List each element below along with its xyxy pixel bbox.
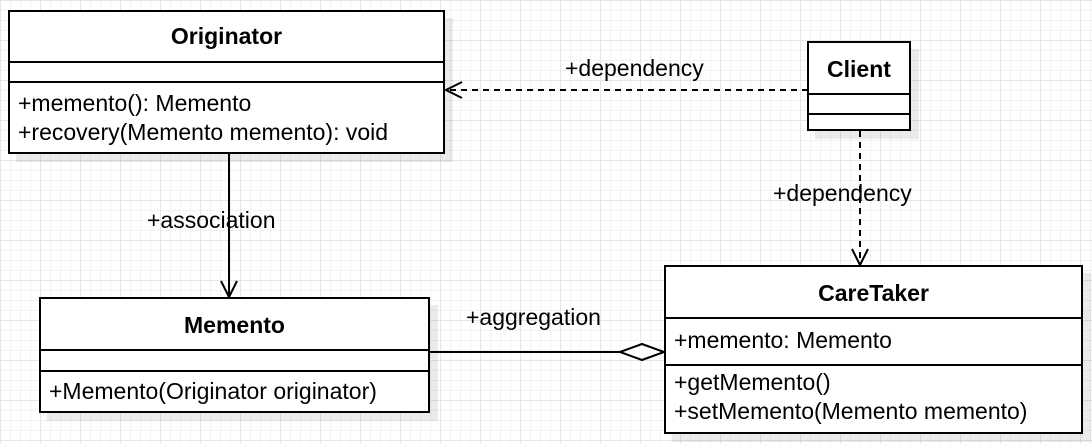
attributes-compartment-originator [10, 61, 443, 81]
operation-memento-constructor: +Memento(Originator originator) [49, 378, 377, 404]
operations-compartment-originator: +memento(): Memento +recovery(Memento me… [10, 81, 443, 151]
attributes-compartment-client [809, 93, 909, 113]
dependency-label-client-originator: +dependency [565, 55, 704, 81]
open-arrowhead-originator [443, 81, 463, 99]
dependency-label-client-caretaker: +dependency [773, 180, 912, 206]
operations-compartment-caretaker: +getMemento() +setMemento(Memento mement… [666, 364, 1081, 430]
operations-compartment-memento: +Memento(Originator originator) [41, 370, 428, 410]
attributes-compartment-caretaker: +memento: Memento [666, 317, 1081, 364]
operation-recovery: +recovery(Memento memento): void [18, 119, 389, 145]
class-name-originator: Originator [170, 23, 283, 49]
class-originator[interactable]: Originator +memento(): Memento +recovery… [8, 10, 445, 154]
attribute-memento: +memento: Memento [674, 327, 892, 353]
class-name-client: Client [827, 56, 891, 82]
class-name-caretaker: CareTaker [818, 280, 929, 306]
operation-getmemento: +getMemento() [674, 369, 831, 395]
operation-setmemento: +setMemento(Memento memento) [674, 398, 1028, 424]
class-client[interactable]: Client [807, 41, 911, 131]
class-name-memento: Memento [184, 312, 285, 338]
association-label: +association [147, 207, 276, 233]
aggregation-diamond [617, 342, 667, 362]
operation-memento: +memento(): Memento [18, 90, 252, 116]
aggregation-label: +aggregation [466, 304, 601, 330]
class-memento[interactable]: Memento +Memento(Originator originator) [39, 297, 430, 413]
attributes-compartment-memento [41, 349, 428, 370]
operations-compartment-client [809, 113, 909, 129]
class-caretaker[interactable]: CareTaker +memento: Memento +getMemento(… [664, 265, 1083, 434]
